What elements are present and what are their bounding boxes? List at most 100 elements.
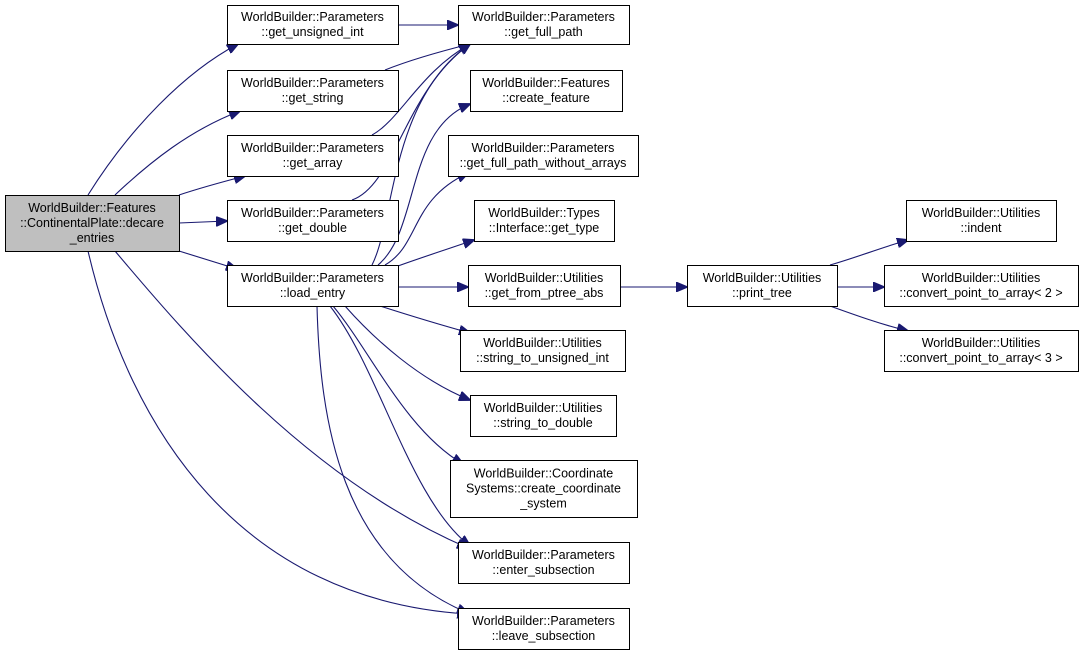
node-label-line: ::Interface::get_type bbox=[489, 221, 600, 235]
node-label-line: ::create_feature bbox=[502, 91, 590, 105]
node-string-to-unsigned-int[interactable]: WorldBuilder::Utilities::string_to_unsig… bbox=[460, 330, 626, 372]
node-box bbox=[227, 135, 399, 177]
node-label-line: ::indent bbox=[960, 221, 1002, 235]
node-label-line: WorldBuilder::Utilities bbox=[484, 401, 603, 415]
node-label-line: ::ContinentalPlate::decare bbox=[20, 216, 164, 230]
node-get-from-ptree-abs[interactable]: WorldBuilder::Utilities::get_from_ptree_… bbox=[468, 265, 621, 307]
edge-root-to-leave_subsection bbox=[87, 250, 468, 614]
node-label-line: WorldBuilder::Utilities bbox=[483, 336, 602, 350]
node-label-line: WorldBuilder::Utilities bbox=[485, 271, 604, 285]
node-box bbox=[450, 460, 638, 518]
edge-load_entry-to-get_type bbox=[397, 240, 474, 267]
node-label-line: ::get_unsigned_int bbox=[261, 25, 364, 39]
node-get-type[interactable]: WorldBuilder::Types::Interface::get_type bbox=[474, 200, 615, 242]
edge-load_entry-to-get_full_path bbox=[371, 44, 470, 266]
edge-line bbox=[397, 240, 474, 267]
node-label-line: WorldBuilder::Utilities bbox=[922, 271, 1041, 285]
node-get-unsigned-int[interactable]: WorldBuilder::Parameters::get_unsigned_i… bbox=[227, 5, 399, 45]
edge-line bbox=[332, 305, 463, 464]
node-label-line: ::string_to_double bbox=[493, 416, 592, 430]
node-label-line: WorldBuilder::Parameters bbox=[241, 271, 384, 285]
edge-root-to-get_string bbox=[114, 111, 240, 196]
edge-line bbox=[379, 305, 470, 333]
node-print-tree[interactable]: WorldBuilder::Utilities::print_tree bbox=[687, 265, 838, 307]
node-label-line: WorldBuilder::Parameters bbox=[241, 76, 384, 90]
node-box bbox=[470, 70, 623, 112]
node-label-line: ::string_to_unsigned_int bbox=[476, 351, 609, 365]
node-label-line: ::get_full_path bbox=[504, 25, 583, 39]
node-string-to-double[interactable]: WorldBuilder::Utilities::string_to_doubl… bbox=[470, 395, 617, 437]
edge-line bbox=[384, 44, 470, 71]
node-label-line: WorldBuilder::Coordinate bbox=[474, 467, 613, 481]
node-box bbox=[227, 5, 399, 45]
node-indent[interactable]: WorldBuilder::Utilities::indent bbox=[906, 200, 1057, 242]
node-get-string[interactable]: WorldBuilder::Parameters::get_string bbox=[227, 70, 399, 112]
node-leave-subsection[interactable]: WorldBuilder::Parameters::leave_subsecti… bbox=[458, 608, 630, 650]
edge-load_entry-to-leave_subsection bbox=[316, 305, 468, 613]
node-label-line: WorldBuilder::Types bbox=[488, 206, 600, 220]
edge-line bbox=[371, 44, 470, 136]
edges-layer bbox=[87, 25, 908, 614]
node-box bbox=[884, 330, 1079, 372]
node-box bbox=[687, 265, 838, 307]
edge-line bbox=[371, 44, 470, 266]
node-box bbox=[227, 265, 399, 307]
node-box bbox=[227, 70, 399, 112]
node-create-coordinate-system[interactable]: WorldBuilder::CoordinateSystems::create_… bbox=[450, 460, 638, 518]
node-enter-subsection[interactable]: WorldBuilder::Parameters::enter_subsecti… bbox=[458, 542, 630, 584]
node-label-line: ::convert_point_to_array< 3 > bbox=[899, 351, 1062, 365]
edge-line bbox=[829, 240, 908, 266]
node-label-line: WorldBuilder::Utilities bbox=[703, 271, 822, 285]
edge-load_entry-to-create_coordinate_system bbox=[332, 305, 463, 464]
node-box bbox=[458, 608, 630, 650]
edge-line bbox=[87, 44, 238, 196]
node-box bbox=[458, 542, 630, 584]
edge-line bbox=[114, 250, 468, 548]
edge-line bbox=[114, 111, 240, 196]
node-convert-point-to-array-3[interactable]: WorldBuilder::Utilities::convert_point_t… bbox=[884, 330, 1079, 372]
node-label-line: ::leave_subsection bbox=[492, 629, 596, 643]
node-get-array[interactable]: WorldBuilder::Parameters::get_array bbox=[227, 135, 399, 177]
node-label-line: WorldBuilder::Parameters bbox=[472, 141, 615, 155]
node-label-line: WorldBuilder::Parameters bbox=[472, 614, 615, 628]
nodes-layer: WorldBuilder::Features::ContinentalPlate… bbox=[5, 5, 1079, 650]
node-get-full-path[interactable]: WorldBuilder::Parameters::get_full_path bbox=[458, 5, 630, 45]
edge-load_entry-to-string_to_unsigned_int bbox=[379, 305, 470, 333]
node-get-full-path-without-arrays[interactable]: WorldBuilder::Parameters::get_full_path_… bbox=[448, 135, 639, 177]
edge-line bbox=[178, 176, 245, 196]
edge-line bbox=[384, 173, 468, 266]
node-label-line: WorldBuilder::Features bbox=[28, 201, 156, 215]
node-label-line: ::enter_subsection bbox=[492, 563, 594, 577]
node-root[interactable]: WorldBuilder::Features::ContinentalPlate… bbox=[5, 195, 180, 252]
node-label-line: ::print_tree bbox=[732, 286, 792, 300]
edge-print_tree-to-convert_point_to_array_3 bbox=[829, 305, 908, 331]
node-box bbox=[474, 200, 615, 242]
node-box bbox=[884, 265, 1079, 307]
edge-load_entry-to-create_feature bbox=[377, 104, 470, 266]
node-label-line: WorldBuilder::Utilities bbox=[922, 206, 1041, 220]
node-label-line: _system bbox=[519, 497, 567, 511]
edge-line bbox=[178, 221, 227, 223]
node-load-entry[interactable]: WorldBuilder::Parameters::load_entry bbox=[227, 265, 399, 307]
node-label-line: WorldBuilder::Parameters bbox=[472, 10, 615, 24]
node-label-line: ::get_string bbox=[282, 91, 344, 105]
edge-root-to-get_unsigned_int bbox=[87, 44, 238, 196]
node-label-line: WorldBuilder::Utilities bbox=[922, 336, 1041, 350]
node-create-feature[interactable]: WorldBuilder::Features::create_feature bbox=[470, 70, 623, 112]
node-label-line: WorldBuilder::Parameters bbox=[472, 548, 615, 562]
edge-line bbox=[316, 305, 468, 613]
node-box bbox=[458, 5, 630, 45]
node-label-line: ::load_entry bbox=[280, 286, 346, 300]
node-convert-point-to-array-2[interactable]: WorldBuilder::Utilities::convert_point_t… bbox=[884, 265, 1079, 307]
node-get-double[interactable]: WorldBuilder::Parameters::get_double bbox=[227, 200, 399, 242]
node-box bbox=[448, 135, 639, 177]
edge-print_tree-to-indent bbox=[829, 240, 908, 266]
edge-root-to-enter_subsection bbox=[114, 250, 468, 548]
node-label-line: WorldBuilder::Parameters bbox=[241, 141, 384, 155]
edge-root-to-get_array bbox=[178, 176, 245, 196]
edge-line bbox=[87, 250, 468, 614]
node-label-line: ::get_from_ptree_abs bbox=[485, 286, 604, 300]
edge-load_entry-to-enter_subsection bbox=[329, 305, 470, 546]
edge-get_string-to-get_full_path bbox=[384, 44, 470, 71]
